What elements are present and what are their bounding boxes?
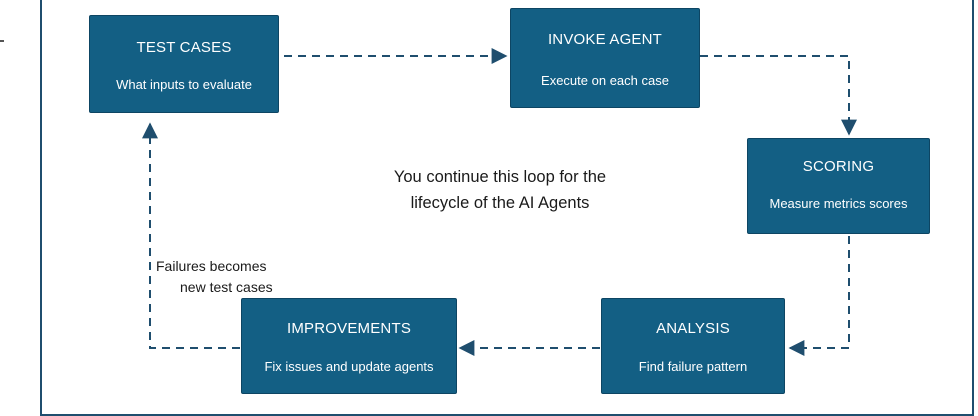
- flow-arrows: [142, 48, 857, 356]
- feedback-label: Failures becomes new test cases: [156, 256, 273, 298]
- node-analysis: ANALYSIS Find failure pattern: [601, 298, 785, 394]
- node-title: INVOKE AGENT: [547, 31, 663, 48]
- node-title: IMPROVEMENTS: [286, 320, 412, 337]
- node-title: TEST CASES: [136, 39, 232, 56]
- node-subtitle: Find failure pattern: [638, 359, 748, 374]
- edge-tick: [0, 40, 4, 42]
- node-subtitle: Execute on each case: [541, 73, 669, 88]
- arrow-scoring-to-analysis: [788, 236, 850, 356]
- loop-description-line-2: lifecycle of the AI Agents: [410, 194, 590, 212]
- node-test-cases: TEST CASES What inputs to evaluate: [89, 15, 279, 113]
- node-subtitle: Fix issues and update agents: [264, 359, 434, 374]
- node-title: SCORING: [802, 158, 875, 175]
- loop-description: You continue this loop for the lifecycle…: [350, 164, 650, 216]
- node-improvements: IMPROVEMENTS Fix issues and update agent…: [241, 298, 457, 394]
- feedback-label-line-1: Failures becomes: [156, 258, 267, 274]
- node-subtitle: Measure metrics scores: [769, 196, 908, 211]
- feedback-label-line-2: new test cases: [180, 279, 273, 295]
- node-invoke-agent: INVOKE AGENT Execute on each case: [510, 8, 700, 108]
- arrow-improvements-to-test-cases: [142, 122, 240, 349]
- node-scoring: SCORING Measure metrics scores: [747, 138, 930, 234]
- loop-description-line-1: You continue this loop for the: [393, 168, 607, 186]
- node-title: ANALYSIS: [656, 320, 730, 337]
- arrow-invoke-agent-to-scoring: [700, 55, 857, 136]
- node-subtitle: What inputs to evaluate: [116, 77, 252, 92]
